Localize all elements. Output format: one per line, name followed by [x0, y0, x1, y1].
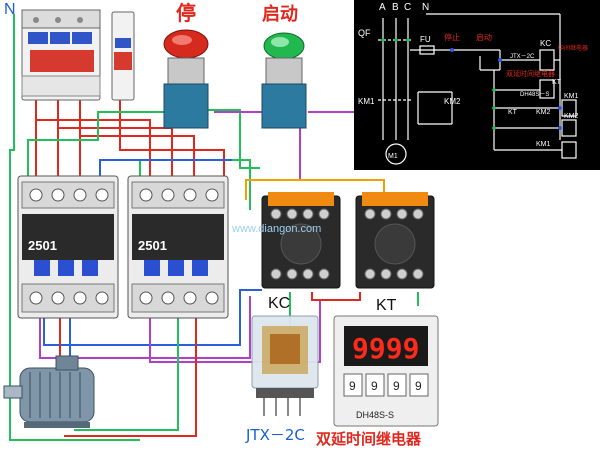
wire-motor-4 [64, 318, 197, 437]
wire-ctrl [119, 96, 225, 180]
schematic-start: 启动 [476, 32, 492, 42]
start-button[interactable] [261, 32, 307, 129]
timer-model-label: DH48S-S [356, 410, 394, 420]
wire-ctrl-green-1 [27, 111, 168, 180]
start-label: 启动 [262, 3, 298, 25]
schematic-km1-left: KM1 [358, 97, 375, 106]
kc-label: KC [268, 295, 290, 312]
schematic-relay-name: 中间继电器 [558, 44, 588, 52]
timer-display-digits: 9999 [352, 332, 419, 365]
schematic-stop: 停止 [444, 32, 460, 42]
control-breaker-handle[interactable] [114, 52, 132, 70]
wire-purple-4 [149, 300, 321, 363]
timer-key[interactable]: 9 [349, 379, 356, 393]
wire-relay-2 [311, 292, 361, 301]
timer-key[interactable]: 9 [415, 379, 422, 393]
schematic-qf: QF [358, 28, 371, 38]
contactor-km1[interactable] [17, 175, 119, 319]
motor-image [3, 355, 95, 428]
schematic-kt-top: KT [552, 79, 562, 86]
kt-label: KT [376, 297, 397, 314]
schematic-motor: M1 [388, 153, 398, 160]
timer-display [344, 326, 428, 366]
schematic-line-b: B [392, 2, 399, 13]
schematic-timer-model: DH48S－S [520, 92, 549, 98]
schematic-km2-contact: KM2 [536, 109, 551, 116]
schematic-km1-contact: KM1 [536, 141, 551, 148]
neutral-label: N [4, 1, 16, 18]
wire-orange-1 [245, 179, 385, 200]
timer-key[interactable]: 9 [371, 379, 378, 393]
schematic-line-n: N [422, 2, 429, 13]
schematic-km1-coil: KM1 [564, 93, 579, 100]
breaker-handle[interactable] [30, 50, 94, 72]
timer-key[interactable]: 9 [393, 379, 400, 393]
schematic-line-a: A [379, 2, 386, 13]
wire-blue-1 [99, 159, 232, 178]
wire-motor-3 [74, 318, 179, 431]
wire-l3-b [80, 135, 195, 180]
wire-purple-3 [39, 296, 251, 359]
contactor-km2[interactable] [127, 175, 229, 319]
wire-blue-2 [43, 289, 262, 346]
relay-model-label: JTX－2C [245, 426, 305, 444]
relay-kc[interactable] [251, 315, 319, 416]
contactor-km2-model: 2501 [138, 238, 167, 253]
schematic-panel: A B C N QF FU 停止 启动 KC JTX－2C 中间继电器 双延时间… [354, 0, 600, 170]
watermark: www.diangon.com [231, 223, 321, 235]
stop-button[interactable] [163, 29, 209, 129]
schematic-kc-top: KC [540, 39, 551, 48]
schematic-timer-name: 双延时间继电器 [506, 69, 555, 78]
schematic-line-c: C [404, 2, 411, 13]
dual-delay-relay-label: 双延时间继电器 [316, 430, 422, 448]
schematic-km2-coil: KM2 [564, 113, 579, 120]
schematic-relay-model: JTX－2C [510, 54, 535, 60]
contactor-km1-model: 2501 [28, 238, 57, 253]
main-breaker[interactable] [21, 9, 101, 101]
schematic-km2-left: KM2 [444, 97, 461, 106]
relay-socket-kt[interactable] [355, 192, 435, 289]
wire-ctrl-green-3 [206, 109, 260, 169]
relay-socket-kc[interactable] [261, 192, 341, 289]
schematic-fu: FU [420, 35, 431, 44]
schematic-kt-contact: KT [508, 109, 518, 116]
stop-label: 停 [176, 1, 196, 25]
neutral-wire [9, 14, 140, 441]
control-breaker[interactable] [111, 11, 135, 101]
timer-kt[interactable]: 9999 9 9 9 9 DH48S-S [333, 315, 439, 427]
timer-keys[interactable]: 9 9 9 9 [343, 373, 429, 397]
